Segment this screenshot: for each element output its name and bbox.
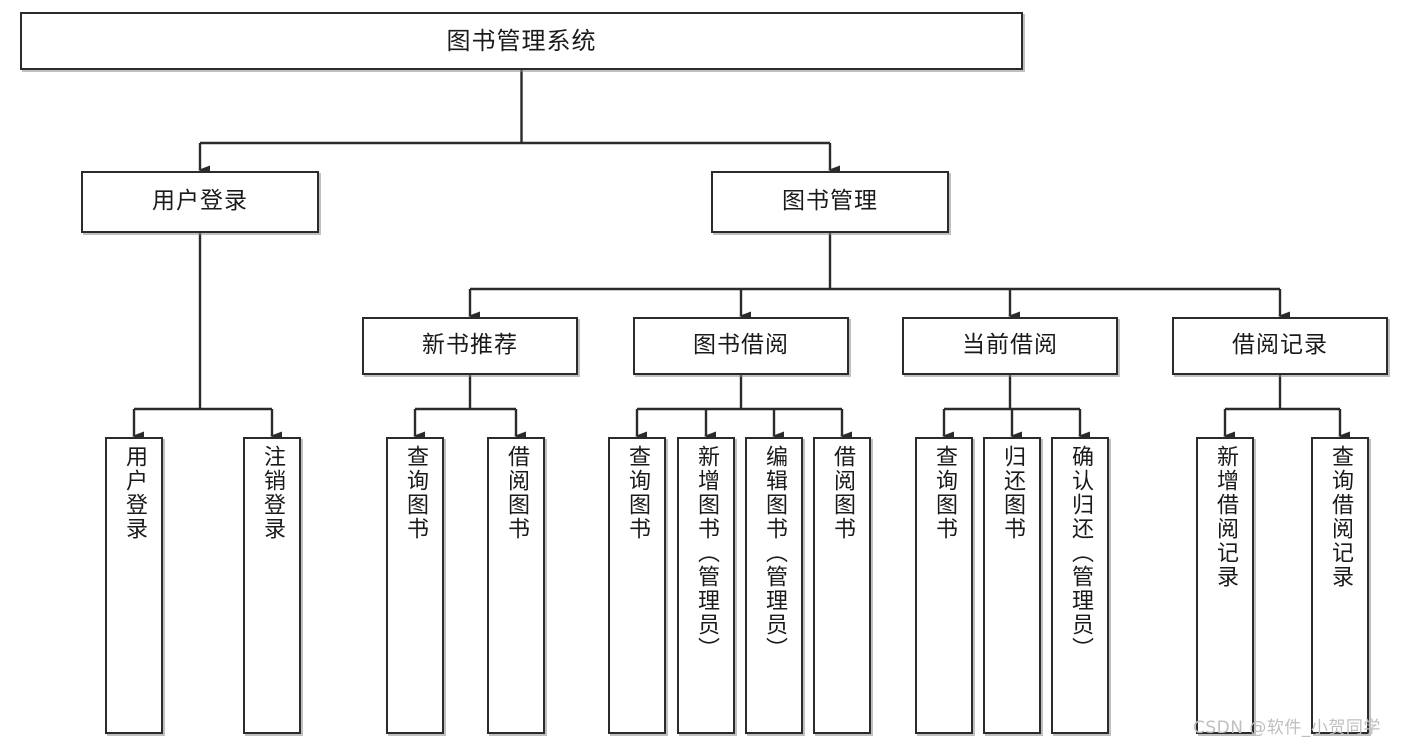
leaf-query-borrow-record-label: 查询借阅记录 <box>1327 445 1353 589</box>
node-current-borrow[interactable]: 当前借阅 <box>902 317 1118 375</box>
node-book-manage-label: 图书管理 <box>782 188 878 215</box>
leaf-query-book-3[interactable]: 查询图书 <box>915 437 973 734</box>
node-root-label: 图书管理系统 <box>446 26 597 55</box>
leaf-add-borrow-record-label: 新增借阅记录 <box>1212 445 1238 589</box>
leaf-user-login[interactable]: 用户登录 <box>105 437 163 734</box>
csdn-watermark: CSDN @软件_小贺同学 <box>1193 718 1381 738</box>
leaf-borrow-book-2[interactable]: 借阅图书 <box>813 437 871 734</box>
leaf-add-book-label: 新增图书（管理员） <box>693 445 719 661</box>
leaf-confirm-return[interactable]: 确认归还（管理员） <box>1051 437 1109 734</box>
node-book-borrow-label: 图书借阅 <box>693 332 789 359</box>
leaf-confirm-return-label: 确认归还（管理员） <box>1067 445 1093 661</box>
leaf-borrow-book-1-label: 借阅图书 <box>503 445 529 541</box>
leaf-edit-book[interactable]: 编辑图书（管理员） <box>745 437 803 734</box>
leaf-query-book-2-label: 查询图书 <box>624 445 650 541</box>
leaf-logout[interactable]: 注销登录 <box>243 437 301 734</box>
leaf-query-book-1-label: 查询图书 <box>402 445 428 541</box>
leaf-return-book-label: 归还图书 <box>999 445 1025 541</box>
node-user-login[interactable]: 用户登录 <box>81 171 319 233</box>
node-root[interactable]: 图书管理系统 <box>20 12 1023 70</box>
leaf-query-book-3-label: 查询图书 <box>931 445 957 541</box>
leaf-query-book-2[interactable]: 查询图书 <box>608 437 666 734</box>
node-borrow-record[interactable]: 借阅记录 <box>1172 317 1388 375</box>
leaf-query-borrow-record[interactable]: 查询借阅记录 <box>1311 437 1369 734</box>
leaf-add-book[interactable]: 新增图书（管理员） <box>677 437 735 734</box>
leaf-user-login-label: 用户登录 <box>121 445 147 541</box>
leaf-return-book[interactable]: 归还图书 <box>983 437 1041 734</box>
leaf-borrow-book-1[interactable]: 借阅图书 <box>487 437 545 734</box>
node-user-login-label: 用户登录 <box>152 188 248 215</box>
node-book-manage[interactable]: 图书管理 <box>711 171 949 233</box>
leaf-query-book-1[interactable]: 查询图书 <box>386 437 444 734</box>
node-book-borrow[interactable]: 图书借阅 <box>633 317 849 375</box>
node-new-book-recommend[interactable]: 新书推荐 <box>362 317 578 375</box>
leaf-add-borrow-record[interactable]: 新增借阅记录 <box>1196 437 1254 734</box>
leaf-edit-book-label: 编辑图书（管理员） <box>761 445 787 661</box>
leaf-logout-label: 注销登录 <box>259 445 285 541</box>
leaf-borrow-book-2-label: 借阅图书 <box>829 445 855 541</box>
node-current-borrow-label: 当前借阅 <box>962 332 1058 359</box>
node-borrow-record-label: 借阅记录 <box>1232 332 1328 359</box>
node-new-book-recommend-label: 新书推荐 <box>422 332 518 359</box>
